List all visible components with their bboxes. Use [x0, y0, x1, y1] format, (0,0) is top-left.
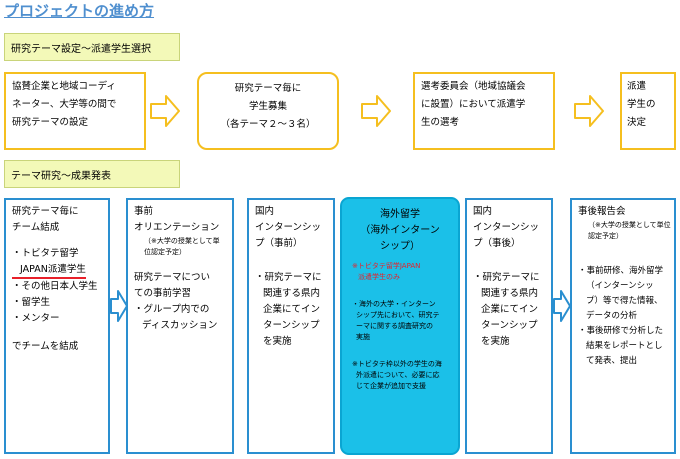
step-text: シップ） [380, 241, 420, 252]
abroad-note: ※トビタテ枠以外の学生の海 [352, 360, 442, 368]
restriction-note: 派遣学生のみ [358, 273, 400, 281]
step-text: 海外留学 [380, 209, 420, 220]
step-pre-orientation: 事前 オリエンテーション （※大学の授業として単位認定予定） 研究テーマについ … [126, 198, 234, 454]
step-text: （各テーマ２～３名） [220, 119, 316, 130]
step-text: でチームを結成 [12, 341, 79, 352]
step-text: ネーター、大学等の間で [12, 99, 117, 110]
abroad-note: ・海外の大学・インターン [352, 300, 436, 308]
step-text: て発表、提出 [586, 356, 638, 366]
step-study-abroad: 海外留学 （海外インターン シップ） ※トビタテ留学JAPAN 派遣学生のみ ・… [340, 197, 460, 455]
step-intern-post: 国内 インターンシッ プ（事後） ・研究テーマに 関連する県内 企業にてイン タ… [465, 198, 553, 454]
step-text: 学生募集 [248, 101, 287, 112]
step-text: ・研究テーマに [473, 272, 540, 283]
credit-note: （※大学の授業として単位認定予定） [588, 221, 671, 240]
arrow-right-icon [110, 290, 140, 322]
step-text: 国内 [473, 206, 493, 217]
step-text: に設置）において派遣学 [421, 99, 526, 110]
step-text: 企業にてイン [263, 304, 321, 315]
step-text: 結果をレポートとし [586, 341, 663, 351]
step-final-report: 事後報告会 （※大学の授業として単位認定予定） ・事前研修、海外留学 （インター… [570, 198, 676, 454]
step-text: 決定 [627, 117, 647, 128]
restriction-note: ※トビタテ留学JAPAN [352, 262, 421, 270]
step-text: 生の選考 [421, 117, 460, 128]
step-intern-pre: 国内 インターンシッ プ（事前） ・研究テーマに 関連する県内 企業にてイン タ… [247, 198, 335, 454]
step-text: 研究テーマの設定 [12, 117, 89, 128]
step-text: 研究テーマ毎に [234, 83, 302, 94]
arrow-right-icon [150, 95, 180, 127]
step-text: 関連する県内 [263, 288, 321, 299]
arrow-right-icon [553, 290, 583, 322]
step-text: データの分析 [586, 311, 638, 321]
abroad-note: 外派遣について、必要に応 [356, 371, 440, 379]
step-text: 事後報告会 [578, 206, 626, 217]
step-text: ・研究テーマに [255, 272, 322, 283]
step-text: 学生の [627, 99, 656, 110]
step-text: ターンシップ [263, 320, 320, 331]
step-text: チーム結成 [12, 222, 60, 233]
step-text: ターンシップ [481, 320, 538, 331]
step-text: ての事前学習 [134, 288, 192, 299]
step-text: プ（事前） [255, 238, 303, 249]
step-text: 研究テーマについ [134, 272, 211, 283]
step-text: （海外インターン [360, 225, 440, 236]
phase-banner-setup: 研究テーマ設定～派遣学生選択 [4, 33, 180, 61]
step-text: ・事後研修で分析した [578, 326, 664, 336]
bullet-item: ・トビタテ留学 [12, 248, 79, 259]
step-text: 選考委員会（地域協議会 [421, 81, 526, 92]
bullet-item-underlined: JAPAN派遣学生 [12, 262, 86, 279]
step-text: ・事前研修、海外留学 [578, 266, 664, 276]
arrow-right-icon [361, 95, 391, 127]
step-text: 研究テーマ毎に [12, 206, 79, 217]
step-text: 関連する県内 [481, 288, 539, 299]
step-text: ・グループ内での [134, 304, 210, 315]
step-student-decision: 派遣 学生の 決定 [620, 72, 676, 150]
step-selection-committee: 選考委員会（地域協議会 に設置）において派遣学 生の選考 [413, 72, 555, 150]
step-text: を実施 [263, 336, 292, 347]
step-text: オリエンテーション [134, 222, 220, 233]
step-text: インターンシッ [255, 222, 322, 233]
step-team-formation: 研究テーマ毎に チーム結成 ・トビタテ留学 JAPAN派遣学生 ・その他日本人学… [4, 198, 110, 454]
credit-note: （※大学の授業として単位認定予定） [144, 237, 220, 256]
step-text: ディスカッション [142, 320, 218, 331]
step-theme-setting: 協賛企業と地域コーディ ネーター、大学等の間で 研究テーマの設定 [4, 72, 146, 150]
page-title: プロジェクトの進め方 [4, 2, 155, 20]
bullet-item: ・その他日本人学生 [12, 281, 98, 292]
step-text: インターンシッ [473, 222, 540, 233]
abroad-note: 実施 [356, 333, 370, 341]
bullet-item: ・留学生 [12, 297, 51, 308]
bullet-item: ・メンター [12, 313, 60, 324]
abroad-note: じて企業が追加で支援 [356, 382, 426, 390]
step-text: 国内 [255, 206, 275, 217]
arrow-right-icon [574, 95, 604, 127]
abroad-note: ーマに関する調査研究の [356, 322, 433, 330]
step-student-recruitment: 研究テーマ毎に 学生募集 （各テーマ２～３名） [197, 72, 339, 150]
phase-banner-research: テーマ研究～成果発表 [4, 160, 180, 188]
step-text: 事前 [134, 206, 154, 217]
abroad-note: シップ先において、研究テ [356, 311, 440, 319]
step-text: 企業にてイン [481, 304, 539, 315]
step-text: を実施 [481, 336, 510, 347]
step-text: プ（事後） [473, 238, 521, 249]
step-text: 派遣 [627, 81, 647, 92]
step-text: （インターンシッ [586, 281, 654, 291]
step-text: プ）等で得た情報、 [586, 296, 663, 306]
step-text: 協賛企業と地域コーディ [12, 81, 116, 92]
